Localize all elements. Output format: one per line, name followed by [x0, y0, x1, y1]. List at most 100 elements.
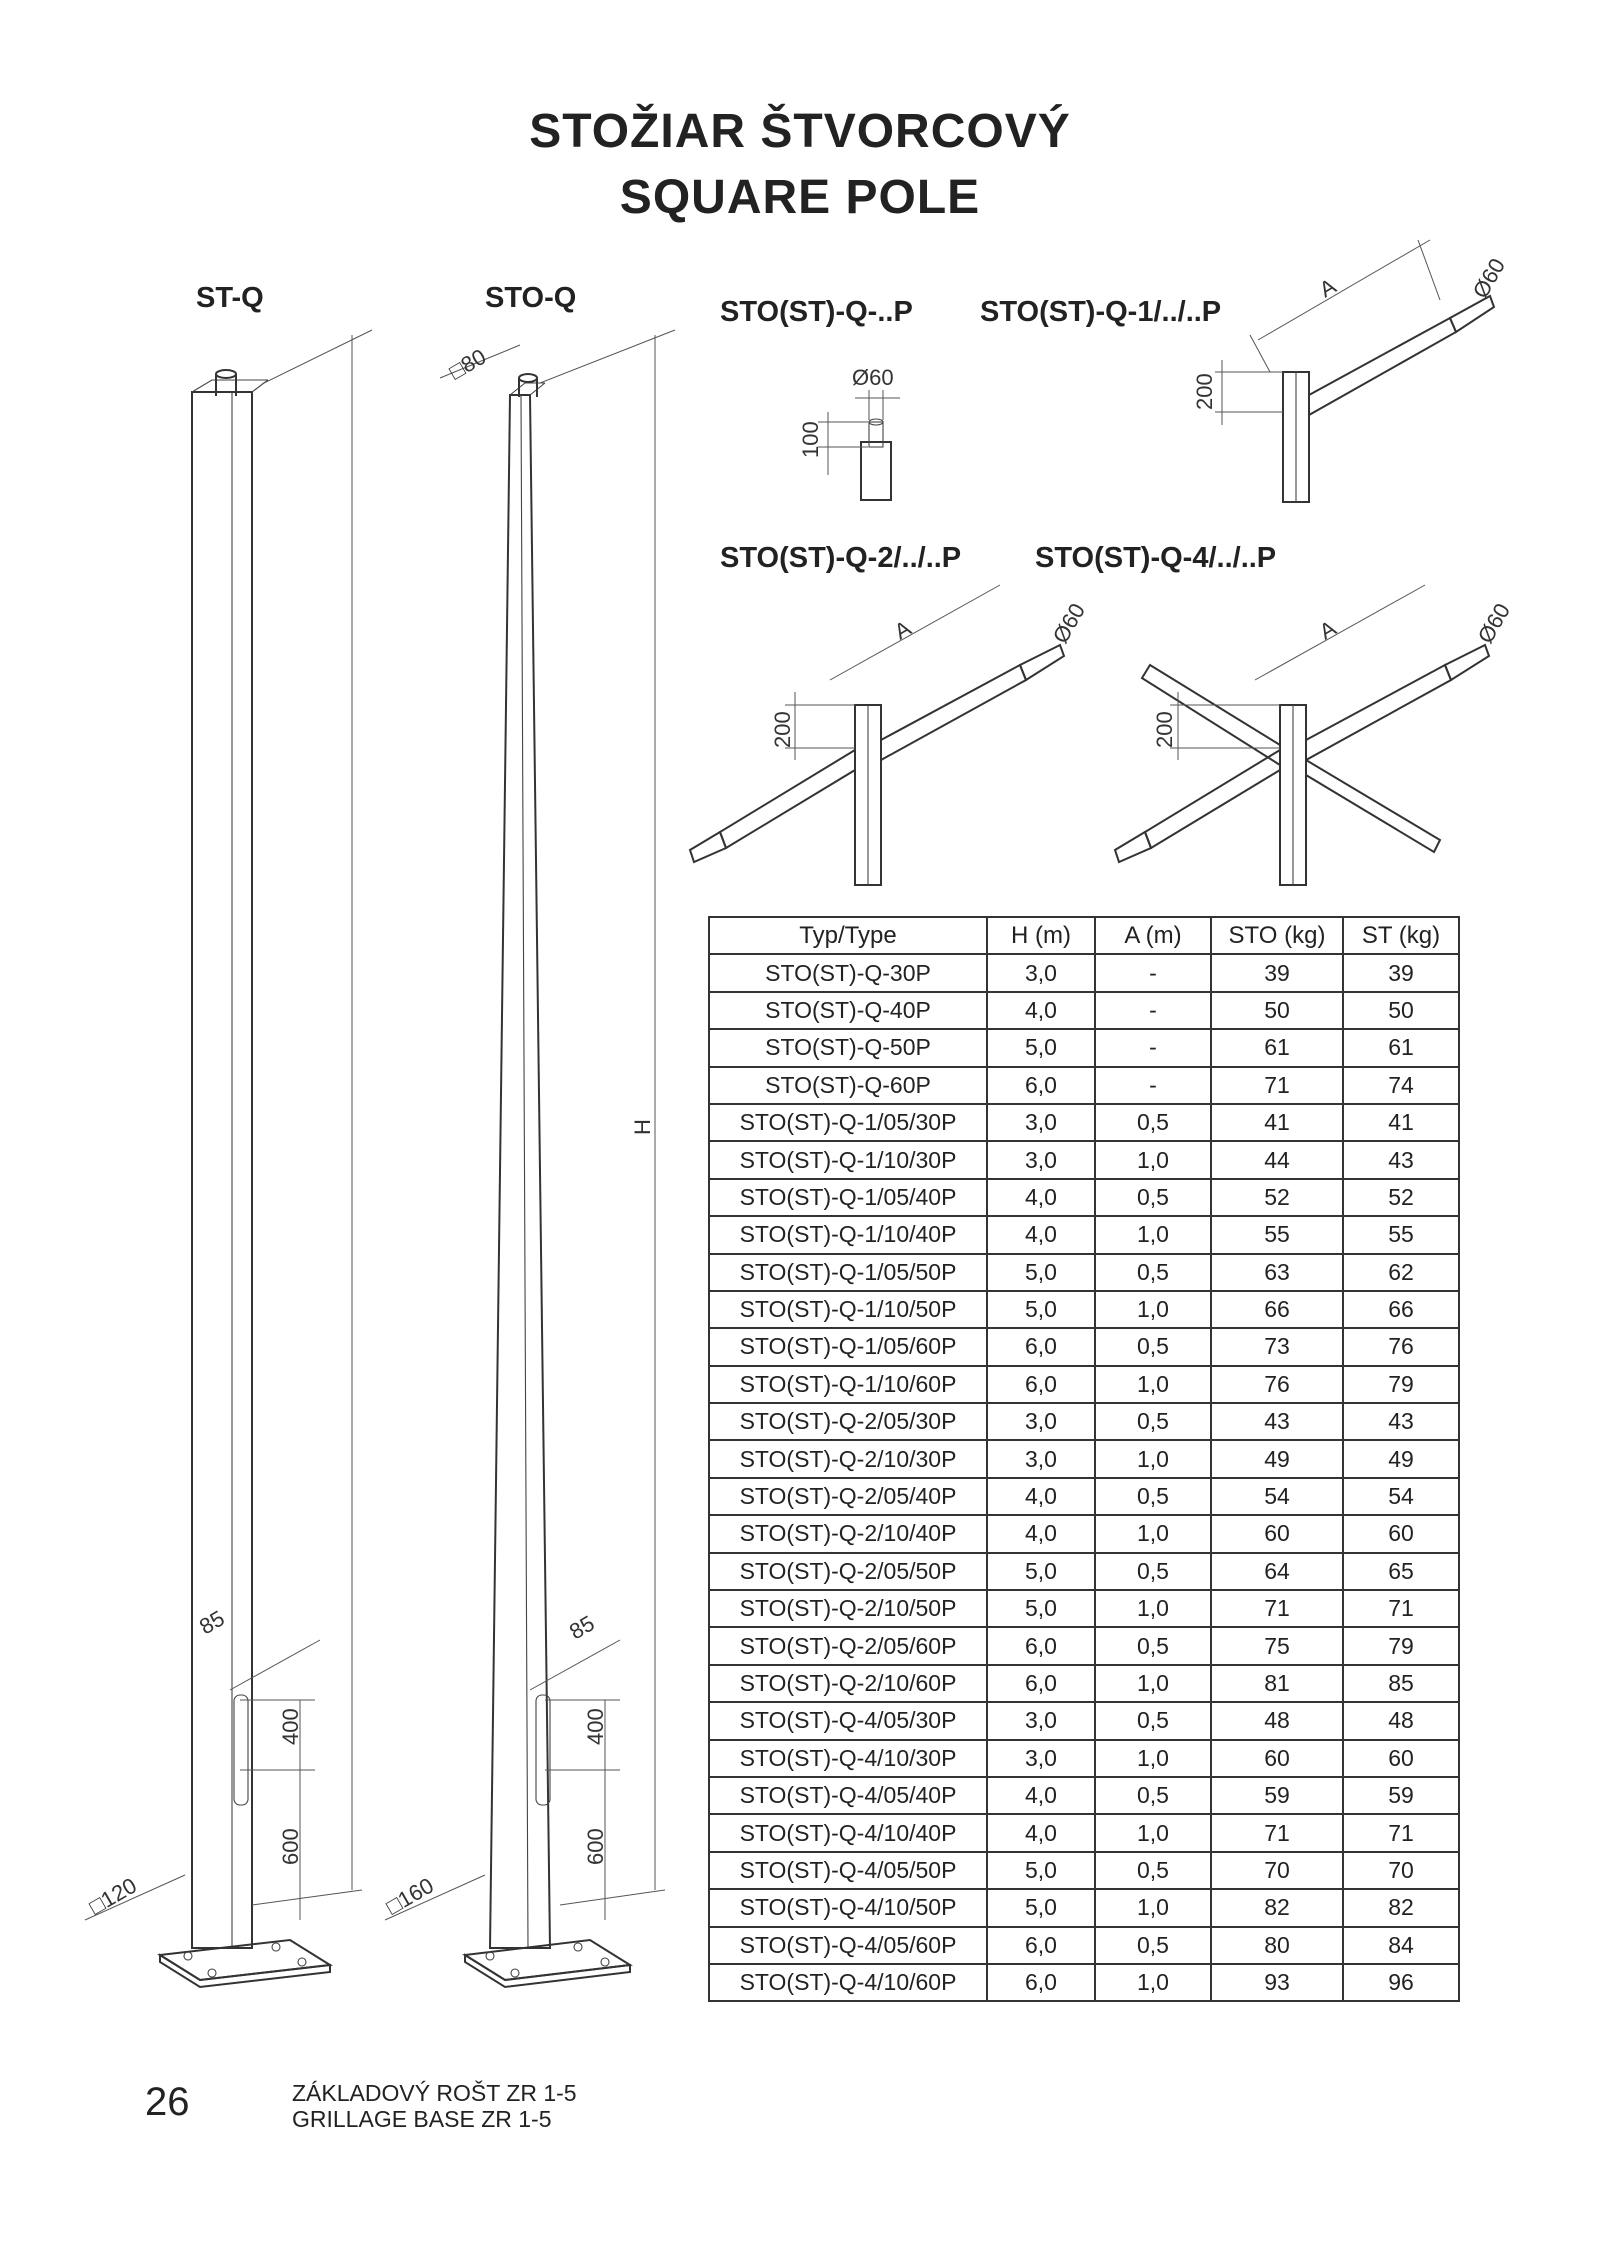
table-cell: 71 [1342, 1813, 1460, 1853]
label-arm4: STO(ST)-Q-4/../..P [1035, 542, 1277, 574]
table-cell: 0,5 [1094, 1102, 1212, 1143]
dim-80: □80 [445, 344, 490, 385]
table-cell: 71 [1210, 1589, 1344, 1629]
dim-a-arm1: A [1315, 273, 1340, 302]
table-cell: 6,0 [986, 1364, 1096, 1405]
table-cell: 52 [1342, 1177, 1460, 1218]
dim-200-arm1: 200 [1192, 373, 1217, 410]
table-cell: 5,0 [986, 1589, 1096, 1629]
table-cell: 66 [1210, 1289, 1344, 1330]
footer-line-2: GRILLAGE BASE ZR 1-5 [292, 2106, 552, 2132]
table-cell: STO(ST)-Q-4/05/60P [708, 1925, 988, 1965]
table-cell: 0,5 [1094, 1701, 1212, 1741]
dim-120: □120 [85, 1873, 141, 1920]
table-cell: 61 [1210, 1028, 1344, 1068]
table-cell: 50 [1342, 990, 1460, 1031]
table-cell: 6,0 [986, 1663, 1096, 1704]
table-cell: 0,5 [1094, 1402, 1212, 1442]
table-cell: 54 [1210, 1476, 1344, 1517]
table-cell: 6,0 [986, 1962, 1096, 2003]
table-cell: 82 [1210, 1888, 1344, 1928]
table-cell: STO(ST)-Q-1/05/50P [708, 1252, 988, 1292]
dim-600-left: 600 [278, 1828, 303, 1865]
table-cell: 5,0 [986, 1289, 1096, 1330]
table-cell: 71 [1210, 1813, 1344, 1853]
table-cell: STO(ST)-Q-1/10/40P [708, 1215, 988, 1255]
table-cell: 71 [1210, 1065, 1344, 1105]
table-cell: 5,0 [986, 1252, 1096, 1292]
table-cell: 0,5 [1094, 1327, 1212, 1367]
st-q-pole-drawing: 85 400 600 □120 [84, 329, 373, 1989]
table-cell: STO(ST)-Q-4/10/30P [708, 1738, 988, 1778]
table-cell: 3,0 [986, 1140, 1096, 1180]
label-arm0: STO(ST)-Q-..P [720, 296, 913, 328]
table-cell: 6,0 [986, 1065, 1096, 1105]
table-cell: 1,0 [1094, 1140, 1212, 1180]
table-cell: 59 [1210, 1775, 1344, 1816]
table-cell: 1,0 [1094, 1514, 1212, 1554]
table-cell: STO(ST)-Q-4/10/60P [708, 1962, 988, 2003]
table-cell: - [1094, 990, 1212, 1031]
table-cell: STO(ST)-Q-2/10/40P [708, 1514, 988, 1554]
table-cell: 81 [1210, 1663, 1344, 1704]
top-p-drawing: Ø60 100 [798, 365, 900, 501]
table-cell: 0,5 [1094, 1252, 1212, 1292]
table-cell: 3,0 [986, 1102, 1096, 1143]
table-cell: 52 [1210, 1177, 1344, 1218]
table-cell: 6,0 [986, 1327, 1096, 1367]
table-cell: 71 [1342, 1589, 1460, 1629]
table-cell: 61 [1342, 1028, 1460, 1068]
table-cell: 3,0 [986, 953, 1096, 993]
label-arm2: STO(ST)-Q-2/../..P [720, 542, 962, 574]
table-cell: STO(ST)-Q-2/10/60P [708, 1663, 988, 1704]
table-cell: STO(ST)-Q-2/05/50P [708, 1551, 988, 1592]
table-cell: 82 [1342, 1888, 1460, 1928]
table-cell: 70 [1210, 1850, 1344, 1891]
page-number: 26 [145, 2080, 190, 2124]
arm2-drawing: A Ø60 200 [688, 584, 1090, 886]
table-cell: 39 [1342, 953, 1460, 993]
table-cell: 93 [1210, 1962, 1344, 2003]
table-cell: 0,5 [1094, 1925, 1212, 1965]
table-cell: STO(ST)-Q-2/05/30P [708, 1402, 988, 1442]
table-cell: 48 [1210, 1701, 1344, 1741]
dim-60-top: Ø60 [852, 365, 894, 390]
table-cell: STO(ST)-Q-4/05/30P [708, 1701, 988, 1741]
header-h: H (m) [986, 915, 1096, 956]
table-cell: 64 [1210, 1551, 1344, 1592]
table-cell: 54 [1342, 1476, 1460, 1517]
table-cell: STO(ST)-Q-2/05/60P [708, 1626, 988, 1666]
dim-600-right: 600 [583, 1828, 608, 1865]
table-cell: 76 [1342, 1327, 1460, 1367]
table-cell: 43 [1342, 1140, 1460, 1180]
table-cell: 1,0 [1094, 1962, 1212, 2003]
table-cell: 41 [1210, 1102, 1344, 1143]
dim-60-arm4: Ø60 [1473, 599, 1515, 648]
dim-160: □160 [382, 1873, 438, 1920]
table-cell: 1,0 [1094, 1289, 1212, 1330]
table-cell: 73 [1210, 1327, 1344, 1367]
table-cell: STO(ST)-Q-50P [708, 1028, 988, 1068]
table-cell: 48 [1342, 1701, 1460, 1741]
table-cell: 74 [1342, 1065, 1460, 1105]
table-cell: 4,0 [986, 1476, 1096, 1517]
table-cell: STO(ST)-Q-4/05/40P [708, 1775, 988, 1816]
table-cell: 4,0 [986, 1177, 1096, 1218]
